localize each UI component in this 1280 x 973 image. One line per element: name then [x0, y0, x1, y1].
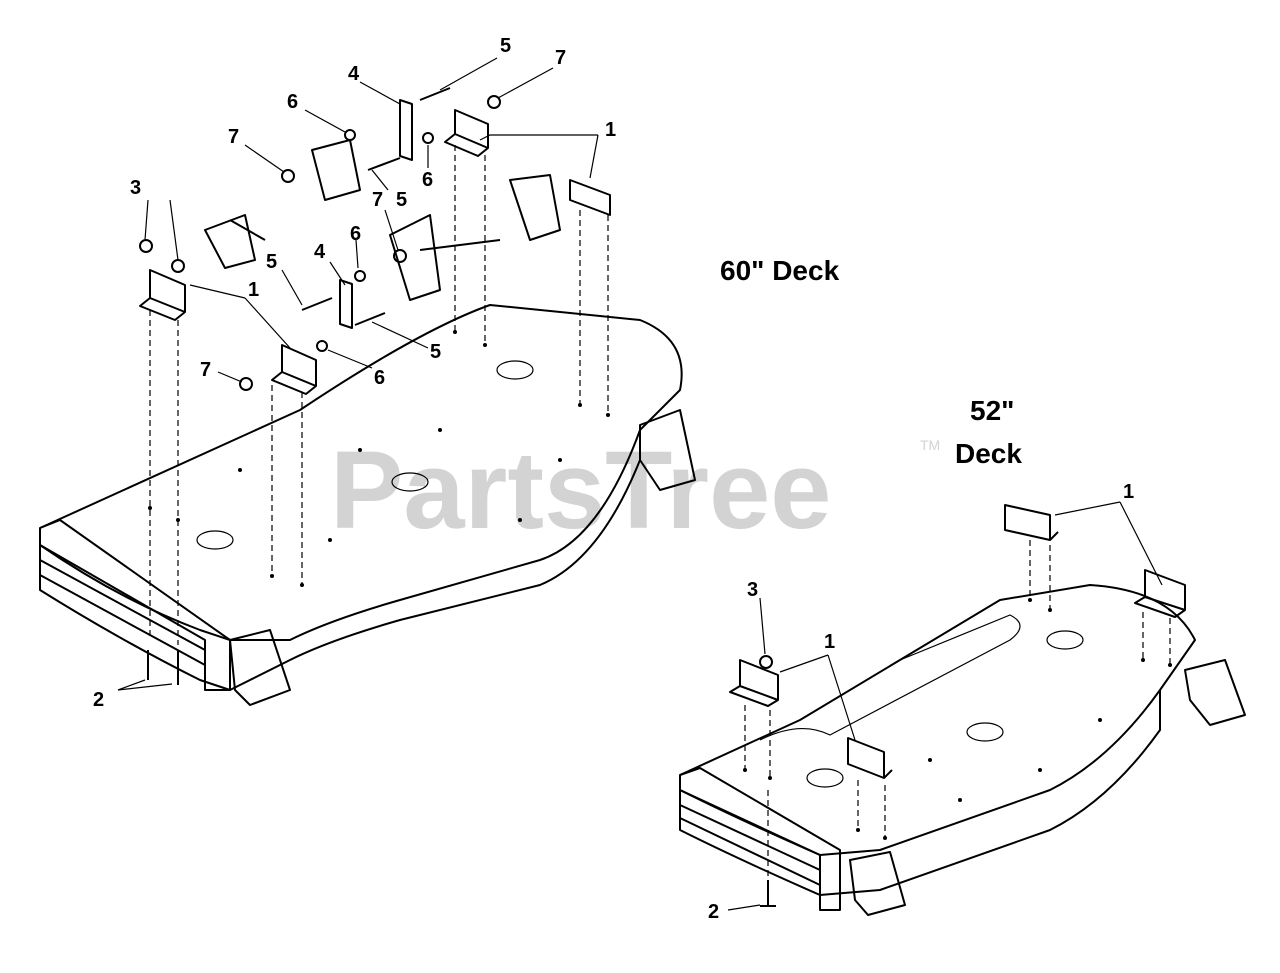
deck-60-link-upper	[399, 99, 413, 161]
deck-60-spindle-rear	[496, 360, 534, 380]
callout-5-c: 5	[266, 251, 277, 273]
deck-60-nut-a	[281, 169, 295, 183]
callout-5-a: 5	[500, 35, 511, 57]
deck-52-right-hanger	[1184, 659, 1246, 726]
deck-52-leader-lines	[727, 501, 1163, 911]
deck-52-label-line1: 52"	[970, 395, 1014, 426]
deck-52-spindle-rear	[1046, 630, 1084, 650]
deck-60-assembly: 5 7 4 6 1 7 6 5 3 7 6 4 5 1 5 7 6 2 60" …	[39, 35, 840, 711]
callout-7-a: 7	[555, 47, 566, 69]
deck-52-nut	[759, 655, 773, 669]
deck-52-label-line2: Deck	[955, 438, 1022, 469]
deck-60-leader-lines	[117, 57, 599, 691]
deck-60-skirt	[39, 430, 641, 691]
deck-52-bolt	[760, 880, 776, 907]
deck-60-nut-e	[139, 239, 153, 253]
deck-52-assembly: 1 3 1 2 52" Deck	[679, 395, 1246, 923]
deck-52-front-rail	[679, 804, 821, 886]
deck-60-nut-f	[171, 259, 185, 273]
deck-60-front-baffle	[39, 519, 231, 691]
callout-4-b: 4	[314, 241, 326, 263]
deck-60-pivot-block-right	[509, 174, 561, 241]
deck-60-nut-d	[239, 377, 253, 391]
deck-60-bolt-a	[419, 87, 451, 101]
deck-52-center-ridge	[759, 614, 1021, 741]
deck-60-pivot-arm-left	[204, 214, 266, 269]
deck-52-spindle-center	[966, 722, 1004, 742]
deck-52-bracket-left	[729, 659, 779, 707]
callout-6-c: 6	[350, 223, 361, 245]
callout-1-c: 1	[1123, 481, 1134, 503]
deck-60-spindle-center	[391, 472, 429, 492]
deck-60-front-hanger	[229, 629, 291, 706]
deck-52-bracket-rear	[1004, 504, 1059, 541]
deck-60-bracket-center	[271, 344, 317, 395]
callout-6-b: 6	[422, 169, 433, 191]
deck-52-front-baffle	[679, 767, 841, 911]
watermark: PartsTree TM	[330, 429, 940, 552]
deck-60-washer-b	[422, 132, 434, 144]
callout-6-d: 6	[374, 367, 385, 389]
deck-52-bracket-right	[1134, 569, 1186, 618]
deck-52-install-lines	[744, 540, 1171, 878]
deck-52-mount-holes	[743, 598, 1172, 840]
deck-60-link-lower	[339, 279, 353, 329]
callout-6-a: 6	[287, 91, 298, 113]
deck-60-mount-holes	[148, 330, 610, 587]
callout-4-a: 4	[348, 63, 360, 85]
callout-2-b: 2	[708, 901, 719, 923]
deck-60-washer-d	[316, 340, 328, 352]
callout-3-b: 3	[747, 579, 758, 601]
deck-60-right-hanger	[639, 409, 696, 491]
deck-60-bracket-right	[569, 179, 611, 216]
deck-60-spindle-left	[196, 530, 234, 550]
deck-60-washer-a	[344, 129, 356, 141]
deck-60-install-lines	[149, 145, 609, 645]
callout-7-c: 7	[372, 189, 383, 211]
deck-60-bolt-d	[354, 312, 386, 326]
callout-7-d: 7	[200, 359, 211, 381]
callout-5-b: 5	[396, 189, 407, 211]
deck-60-nut-b	[487, 95, 501, 109]
deck-60-front-rail	[39, 559, 206, 666]
deck-60-pivot-block-upper	[311, 139, 361, 201]
deck-60-bracket-rear	[444, 109, 489, 157]
deck-60-bracket-left	[139, 269, 186, 321]
deck-60-nut-c	[393, 249, 407, 263]
deck-52-spindle-left	[806, 768, 844, 788]
deck-60-pivot-arm-center	[389, 214, 501, 301]
deck-60-washer-c	[354, 270, 366, 282]
callout-1-a: 1	[605, 119, 616, 141]
deck-60-label: 60" Deck	[720, 255, 840, 286]
callout-1-d: 1	[824, 631, 835, 653]
deck-52-skirt	[679, 690, 1161, 896]
deck-52-bracket-center	[847, 737, 893, 779]
callout-7-b: 7	[228, 126, 239, 148]
deck-52-body	[679, 584, 1196, 856]
callout-5-d: 5	[430, 341, 441, 363]
deck-60-bolt-c	[301, 297, 333, 311]
deck-60-bolt-b	[367, 157, 401, 171]
callout-1-b: 1	[248, 279, 259, 301]
callout-3-a: 3	[130, 177, 141, 199]
deck-52-front-hanger	[849, 851, 906, 916]
callout-2-a: 2	[93, 689, 104, 711]
watermark-trademark: TM	[920, 437, 940, 453]
